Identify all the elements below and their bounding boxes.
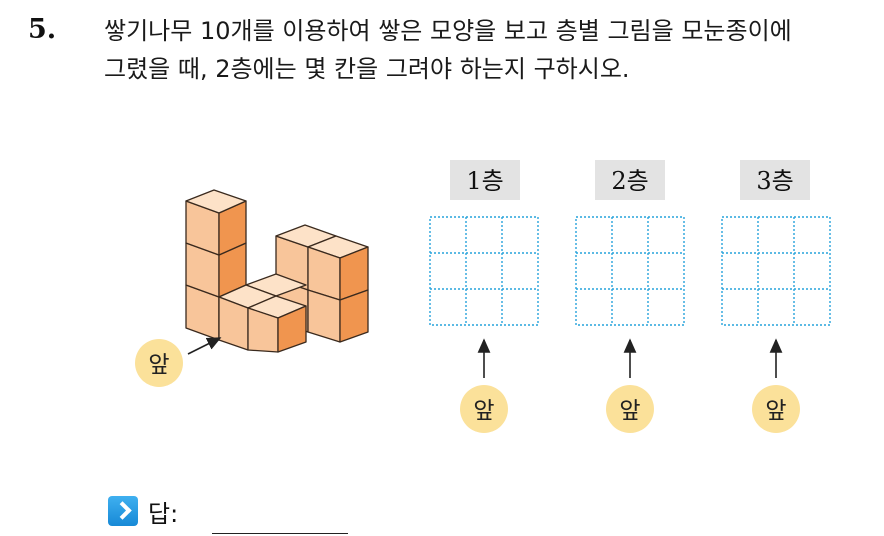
floor-1-label: 1층 [466, 167, 503, 195]
chevron-right-icon [108, 496, 138, 526]
cube-middle [218, 273, 307, 353]
answer-label: 답: [148, 499, 179, 528]
front-label: 앞 [148, 352, 169, 378]
stack-front-indicator: 앞 [135, 337, 222, 387]
floor-2: 2층 앞 [575, 160, 685, 433]
question-line-1: 쌓기나무 10개를 이용하여 쌓은 모양을 보고 층별 그림을 모눈종이에 [104, 17, 792, 45]
floor-label-bg [595, 160, 665, 200]
cube-stack [185, 189, 369, 353]
question-number: 5. [28, 14, 57, 45]
floor-3-label: 3층 [756, 167, 793, 195]
question-text: 쌓기나무 10개를 이용하여 쌓은 모양을 보고 층별 그림을 모눈종이에 그렸… [104, 12, 874, 88]
figure: 앞 1층 앞 2층 앞 3층 [135, 160, 831, 433]
floor-3-front-label: 앞 [765, 398, 786, 424]
answer-input-line[interactable] [212, 533, 348, 534]
floor-1-grid [429, 216, 539, 326]
floor-1: 1층 앞 [429, 160, 539, 433]
floor-2-grid [575, 216, 685, 326]
floor-2-front-label: 앞 [619, 398, 640, 424]
floor-3: 3층 앞 [721, 160, 831, 433]
floor-label-bg [740, 160, 810, 200]
floor-2-label: 2층 [611, 167, 648, 195]
floor-label-bg [450, 160, 520, 200]
question-line-2: 그렸을 때, 2층에는 몇 칸을 그려야 하는지 구하시오. [104, 55, 630, 83]
cube-right-front [307, 235, 369, 343]
floor-3-grid [721, 216, 831, 326]
answer-row: 답: [108, 494, 178, 528]
floor-1-front-label: 앞 [473, 398, 494, 424]
